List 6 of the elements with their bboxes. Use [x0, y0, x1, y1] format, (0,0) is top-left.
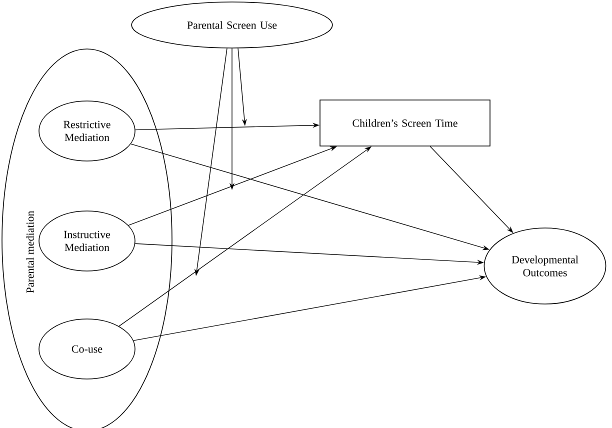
construct-box: Children’s Screen Time	[320, 100, 490, 146]
oval-node: Restrictive Mediation	[38, 100, 136, 162]
oval-node: Developmental Outcomes	[484, 228, 606, 304]
oval-node: Co-use	[38, 318, 136, 380]
oval-node: Parental Screen Use	[131, 2, 333, 48]
oval-node: Instructive Mediation	[38, 210, 136, 272]
